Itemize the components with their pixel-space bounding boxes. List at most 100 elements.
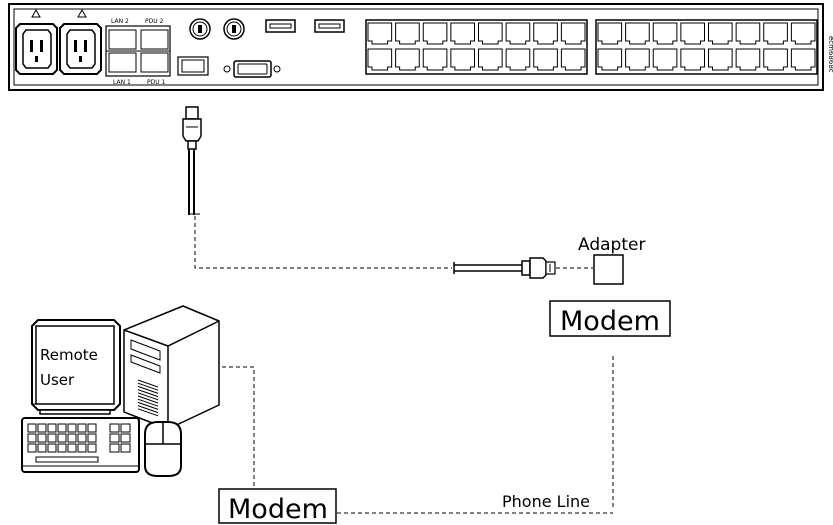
pdu1-port: [140, 52, 169, 73]
kvm-port: [367, 22, 393, 45]
modem-user-box: [218, 488, 337, 524]
ps2-port-2: [223, 18, 245, 40]
mouse-icon: [144, 421, 182, 477]
usb-port-2: [314, 19, 345, 33]
kvm-port: [533, 22, 558, 45]
modem-remote-box: [549, 300, 671, 337]
remote-user-computer: Remote User: [21, 305, 220, 477]
modem-user-label: Modem: [228, 494, 328, 525]
spacebar: [35, 456, 99, 463]
key: [57, 433, 67, 443]
kvm-port: [422, 22, 448, 45]
kvm-port: [735, 48, 761, 71]
kvm-port: [560, 22, 586, 45]
lan1-label: LAN 1: [113, 79, 131, 86]
key: [87, 443, 97, 453]
key: [37, 433, 47, 443]
lan1-port: [108, 52, 137, 73]
monitor-icon: [31, 319, 121, 415]
modem-remote-label: Modem: [560, 306, 660, 337]
kvm-port: [625, 48, 650, 71]
key: [67, 423, 77, 433]
modem-port: [177, 56, 209, 76]
kvm-port: [763, 48, 788, 71]
kvm-port: [790, 48, 816, 71]
kvm-port: [395, 48, 420, 71]
pdu1-label: PDU 1: [147, 79, 166, 86]
pdu2-port: [140, 29, 169, 50]
pdu2-label: PDU 2: [145, 18, 164, 25]
key: [87, 423, 97, 433]
key: [67, 443, 77, 453]
kvm-port: [560, 48, 586, 71]
kvm-port-bank: [365, 19, 818, 75]
key: [77, 433, 87, 443]
kvm-port: [708, 22, 733, 45]
rj45-plug: [182, 106, 202, 150]
rj45-cable: [188, 149, 200, 215]
lan2-port: [108, 29, 137, 50]
key: [27, 433, 37, 443]
kvm-port: [478, 22, 503, 45]
key: [120, 433, 131, 443]
kvm-port: [422, 48, 448, 71]
ps2-port-1: [189, 18, 211, 40]
key: [27, 423, 37, 433]
kvm-port: [625, 22, 650, 45]
cable-run-dashed: [194, 216, 452, 269]
remote-user-label-line1: Remote: [40, 346, 98, 364]
key: [77, 423, 87, 433]
tower-case-icon: [123, 305, 220, 430]
lan-pdu-port-block: [105, 25, 171, 77]
kvm-port: [790, 22, 816, 45]
key: [37, 443, 47, 453]
kvm-port: [708, 48, 733, 71]
adapter-cable: [453, 257, 556, 279]
remote-user-label-line2: User: [40, 371, 75, 389]
kvm-port: [652, 48, 678, 71]
keyboard-icon: [21, 417, 140, 473]
usb-port-1: [265, 19, 296, 33]
power-socket-2: [59, 8, 102, 75]
kvm-port: [652, 22, 678, 45]
adapter-label: Adapter: [578, 235, 645, 255]
key: [37, 423, 47, 433]
pc-modem-link-dashed: [222, 366, 255, 489]
kvm-port: [763, 22, 788, 45]
adapter-box: [593, 254, 624, 285]
key: [47, 443, 57, 453]
kvm-port: [505, 48, 531, 71]
kvm-port: [478, 48, 503, 71]
kvm-port: [505, 22, 531, 45]
kvm-port: [597, 48, 623, 71]
key: [47, 433, 57, 443]
kvm-port: [395, 22, 420, 45]
key: [77, 443, 87, 453]
key: [67, 433, 77, 443]
key: [109, 423, 120, 433]
kvm-port: [597, 22, 623, 45]
figure-code: ecm6868c: [827, 36, 833, 73]
kvm-port: [735, 22, 761, 45]
key: [57, 443, 67, 453]
kvm-port: [367, 48, 393, 71]
kvm-port: [450, 22, 475, 45]
key: [87, 433, 97, 443]
key: [120, 423, 131, 433]
key: [109, 443, 120, 453]
key: [109, 433, 120, 443]
kvm-port: [450, 48, 475, 71]
lan2-label: LAN 2: [111, 18, 129, 25]
vga-port: [223, 60, 281, 78]
kvm-port: [680, 48, 705, 71]
kvm-port: [680, 22, 705, 45]
key: [120, 443, 131, 453]
key: [47, 423, 57, 433]
key: [57, 423, 67, 433]
kvm-port: [533, 48, 558, 71]
key: [27, 443, 37, 453]
phone-line-label: Phone Line: [502, 492, 590, 511]
kvm-switch-rear-panel: LAN 2 PDU 2 LAN 1 PDU 1: [8, 3, 833, 91]
power-socket-1: [15, 8, 58, 75]
